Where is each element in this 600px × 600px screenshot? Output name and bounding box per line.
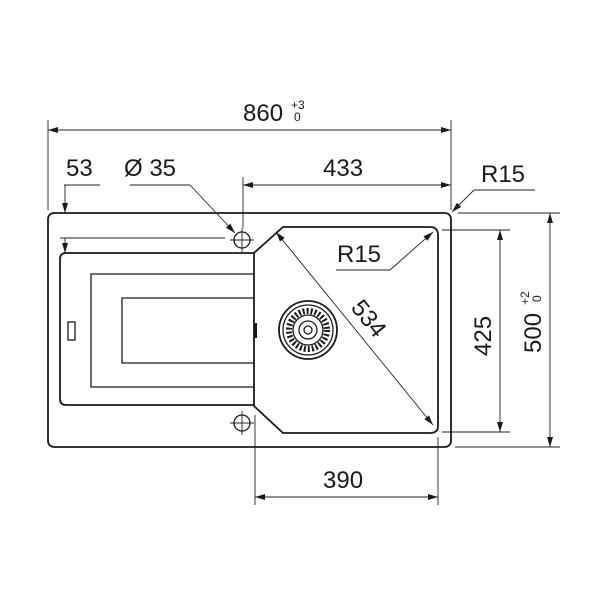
svg-text:433: 433: [323, 155, 363, 182]
dimension-bowl-bottom-width: 390: [254, 415, 439, 505]
svg-text:500: 500: [520, 313, 547, 353]
dimension-bowl-depth: 425: [442, 229, 510, 433]
svg-text:Ø 35: Ø 35: [124, 155, 176, 182]
tap-hole-bottom: [230, 411, 254, 435]
drainer-groove-outer: [90, 273, 254, 388]
svg-text:860: 860: [243, 100, 283, 127]
overflow-slot: [67, 321, 76, 341]
svg-text:534: 534: [345, 295, 391, 343]
dimension-tap-hole: Ø 35: [124, 155, 236, 234]
dimension-overall-depth: 500 +2 0: [455, 212, 560, 448]
tap-hole-top: [230, 228, 254, 252]
svg-text:+3: +3: [291, 98, 305, 112]
svg-text:0: 0: [294, 110, 301, 124]
drainer: [59, 252, 254, 406]
svg-text:R15: R15: [481, 161, 525, 188]
svg-text:0: 0: [530, 295, 544, 302]
drain-waste-icon: [278, 300, 338, 360]
dimension-outer-radius: R15: [451, 161, 535, 213]
dimension-edge-offset: 53: [60, 155, 225, 253]
svg-text:390: 390: [323, 467, 363, 494]
bowl-edge-mark: [254, 323, 257, 338]
dimension-overall-width: 860 +3 0: [47, 98, 452, 210]
bowl: [253, 226, 439, 434]
dimension-bowl-width: 433: [242, 155, 451, 228]
sink-outline: [47, 212, 452, 448]
dimension-bowl-radius: R15: [336, 231, 434, 271]
svg-text:+2: +2: [518, 291, 532, 305]
svg-text:425: 425: [470, 316, 497, 356]
svg-text:R15: R15: [337, 241, 381, 268]
drainer-groove-inner: [121, 297, 254, 364]
svg-text:53: 53: [66, 155, 93, 182]
